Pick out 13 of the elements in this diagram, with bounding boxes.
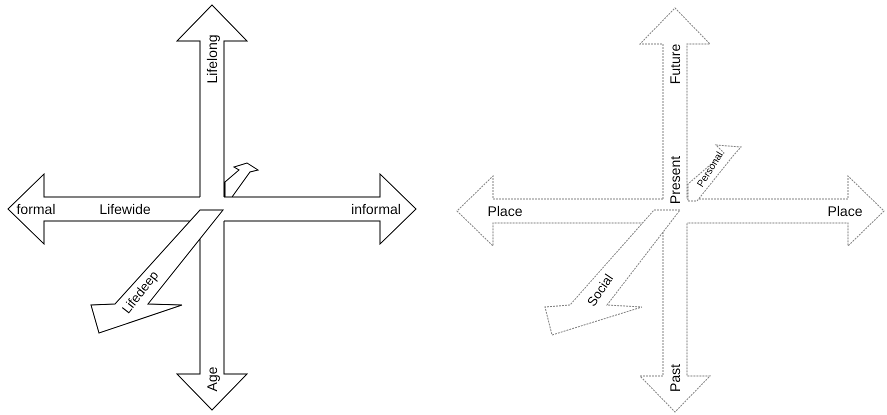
diagonal-axis-arrow: [225, 163, 258, 197]
axis-label: formal: [16, 202, 56, 216]
axis-label: Place: [487, 204, 523, 218]
axis-label: Lifelong: [205, 34, 219, 84]
diagonal-axis-arrow: [688, 145, 741, 201]
axis-label: informal: [351, 202, 401, 216]
axis-label: Lifewide: [99, 202, 151, 216]
axis-label: Age: [205, 366, 219, 392]
axis-label: Future: [668, 44, 682, 84]
axis-label: Past: [668, 364, 682, 392]
axis-label: Present: [668, 156, 682, 204]
axis-label: Place: [827, 204, 863, 218]
diagonal-axis-arrow: [545, 210, 680, 335]
